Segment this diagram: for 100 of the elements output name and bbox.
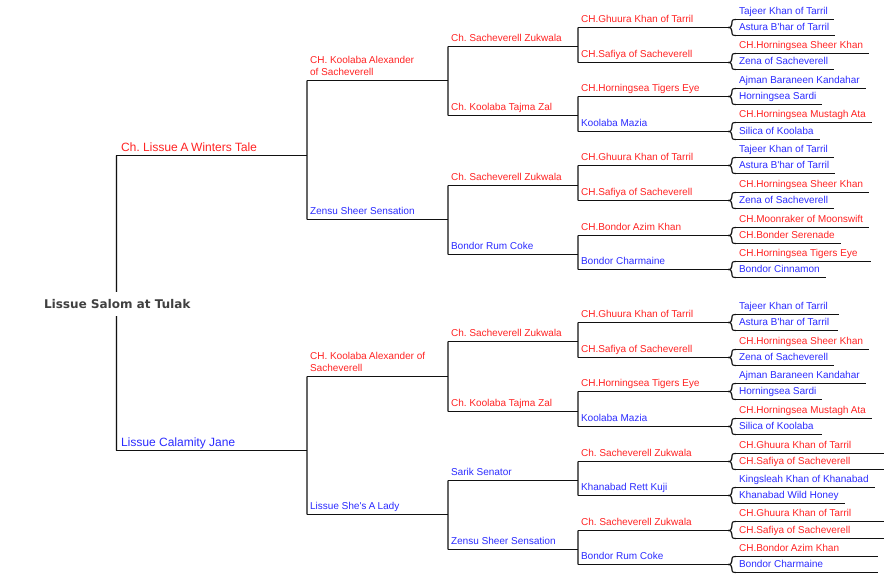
lineage-line [728,356,736,366]
pedigree-name: Ch. Sacheverell Zukwala [448,328,578,342]
lineage-line [447,186,449,220]
pedigree-name: Ch. Koolaba Tajma Zal [448,398,578,412]
lineage-line [577,254,579,270]
lineage-line [577,392,579,412]
pedigree-name: CH. Koolaba Alexander of Sacheverell [307,55,448,81]
pedigree-name: Koolaba Mazia [578,118,728,132]
pedigree-name: CH.Horningsea Sheer Khan [736,40,869,54]
pedigree-name: Tajeer Khan of Tarril [736,144,834,158]
lineage-line [447,480,449,514]
lineage-line [577,46,579,62]
pedigree-name: Silica of Koolaba [736,126,820,140]
pedigree-name: Lissue She's A Lady [307,501,448,515]
pedigree-name: Ch. Sacheverell Zukwala [578,517,728,531]
pedigree-name: Horningsea Sardi [736,386,822,400]
pedigree-name: CH.Safiya of Sacheverell [736,525,884,539]
lineage-line [728,26,736,36]
pedigree-name: Zena of Sacheverell [736,195,834,209]
pedigree-name: CH.Moonraker of Moonswift [736,214,869,228]
lineage-line [577,96,579,116]
pedigree-name: CH. Koolaba Alexander of Sacheverell [307,351,448,377]
pedigree-name: Kingsleah Khan of Khanabad [736,474,875,488]
lineage-line [728,564,736,574]
lineage-line [728,164,736,174]
pedigree-name: CH.Bonder Serenade [736,230,841,244]
pedigree-name: CH.Ghuura Khan of Tarril [578,14,728,28]
lineage-line [728,268,736,278]
lineage-line [728,260,736,270]
lineage-line [728,226,736,236]
lineage-line [447,514,449,550]
lineage-line [728,460,736,470]
lineage-line [728,62,736,70]
lineage-line [116,316,118,450]
lineage-line [728,52,736,64]
lineage-line [728,390,736,400]
lineage-line [728,156,736,166]
lineage-line [728,418,736,428]
pedigree-name: CH.Safiya of Sacheverell [578,187,728,201]
lineage-line [577,530,579,550]
subject-name: Lissue Salom at Tulak [44,292,190,316]
pedigree-name: CH.Ghuura Khan of Tarril [578,309,728,323]
lineage-line [577,236,579,254]
pedigree-name: Ch. Sacheverell Zukwala [578,448,728,462]
pedigree-name: Bondor Charmaine [578,256,728,270]
pedigree-name: Ch. Sacheverell Zukwala [448,33,578,47]
lineage-line [577,480,579,496]
lineage-line [728,314,736,324]
lineage-line [306,80,308,156]
lineage-line [728,382,736,392]
lineage-line [728,426,736,436]
lineage-line [577,116,579,132]
lineage-line [116,156,118,292]
lineage-line [728,322,736,332]
lineage-line [728,556,736,566]
pedigree-name: Zena of Sacheverell [736,352,834,366]
pedigree-name: CH.Horningsea Tigers Eye [578,83,728,97]
pedigree-name: Horningsea Sardi [736,91,822,105]
lineage-line [577,322,579,342]
lineage-line [728,192,736,202]
pedigree-name: Astura B'har of Tarril [736,160,835,174]
pedigree-name: Bondor Rum Coke [448,241,578,255]
lineage-line [728,96,736,106]
pedigree-name: CH.Horningsea Sheer Khan [736,336,869,350]
lineage-line [447,46,449,80]
pedigree-name: Koolaba Mazia [578,413,728,427]
pedigree-name: Tajeer Khan of Tarril [736,301,839,315]
pedigree-name: Tajeer Khan of Tarril [736,6,834,20]
lineage-line [728,452,736,462]
lineage-line [577,462,579,480]
pedigree-name: CH.Ghuura Khan of Tarril [736,440,884,454]
pedigree-name: CH.Safiya of Sacheverell [578,344,728,358]
pedigree-name: CH.Horningsea Mustagh Ata [736,405,872,419]
pedigree-name: Ch. Sacheverell Zukwala [448,172,578,186]
pedigree-name: Bondor Charmaine [736,559,878,573]
lineage-line [447,376,449,412]
lineage-line [728,18,736,28]
pedigree-name: CH.Horningsea Mustagh Ata [736,109,872,123]
lineage-line [728,348,736,358]
lineage-line [728,88,736,98]
pedigree-name: CH.Horningsea Tigers Eye [736,248,871,262]
lineage-line [577,28,579,46]
pedigree-name: CH.Safiya of Sacheverell [736,456,884,470]
pedigree-name: Silica of Koolaba [736,421,822,435]
lineage-line [577,412,579,426]
pedigree-name: Ajman Baraneen Kandahar [736,370,866,384]
lineage-line [306,156,308,220]
pedigree-name: CH.Safiya of Sacheverell [578,49,728,63]
pedigree-name: Lissue Calamity Jane [116,435,307,451]
pedigree-name: Bondor Cinnamon [736,264,826,278]
pedigree-name: Zensu Sheer Sensation [307,206,448,220]
pedigree-name: CH.Bondor Azim Khan [736,543,878,557]
lineage-line [447,220,449,254]
lineage-line [728,530,736,540]
pedigree-name: Zena of Sacheverell [736,56,834,70]
pedigree-name: Zensu Sheer Sensation [448,536,578,550]
lineage-line [728,486,736,496]
lineage-line [728,234,736,244]
pedigree-name: CH.Ghuura Khan of Tarril [736,508,884,522]
pedigree-name: Ajman Baraneen Kandahar [736,75,866,89]
